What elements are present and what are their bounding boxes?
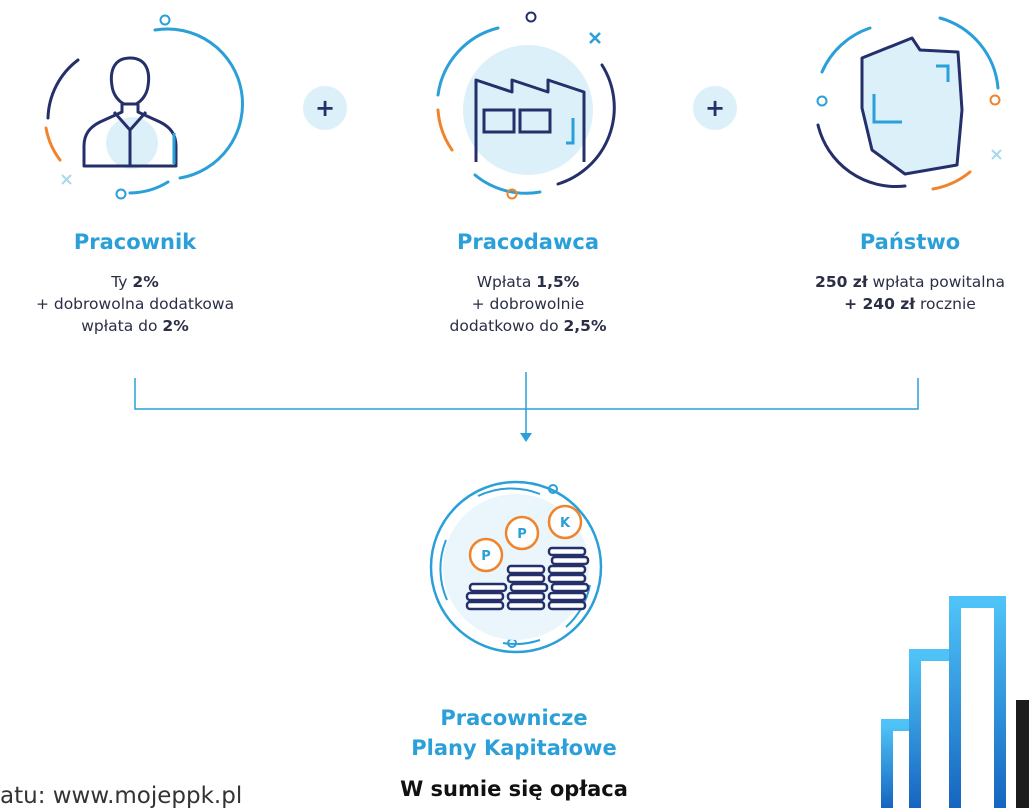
desc-text: Ty	[111, 273, 133, 291]
desc-line: + dobrowolnie	[378, 293, 678, 315]
column-title-pracodawca: Pracodawca	[456, 230, 600, 254]
plus-badge-2: +	[693, 86, 737, 130]
result-title-line-2: Plany Kapitałowe	[411, 736, 617, 760]
factory-icon	[436, 11, 616, 200]
result-title-line-1: Pracownicze	[440, 706, 588, 730]
desc-text: + dobrowolnie	[471, 295, 585, 313]
result-subtitle: W sumie się opłaca	[400, 777, 628, 801]
column-desc-pracodawca: Wpłata 1,5% + dobrowolnie dodatkowo do 2,5…	[378, 271, 678, 337]
desc-line: + dobrowolna dodatkowa	[0, 293, 285, 315]
coin-label-3: K	[560, 516, 571, 531]
desc-line: dodatkowo do 2,5%	[378, 315, 678, 337]
desc-text: wpłata powitalna	[867, 273, 1005, 291]
desc-highlight: + 240 zł	[844, 295, 916, 313]
column-desc-pracownik: Ty 2% + dobrowolna dodatkowa wpłata do 2%	[0, 271, 285, 337]
down-arrow-icon	[520, 433, 532, 442]
coin-label-2: P	[517, 527, 527, 542]
desc-line: Ty 2%	[0, 271, 285, 293]
desc-text: Wpłata	[476, 273, 537, 291]
poland-map-icon	[816, 16, 1002, 191]
building-logo	[881, 596, 1006, 808]
desc-highlight: 2%	[162, 317, 189, 335]
coin-label-1: P	[481, 549, 491, 564]
desc-text: rocznie	[915, 295, 976, 313]
desc-line: Wpłata 1,5%	[378, 271, 678, 293]
desc-text: + dobrowolna dodatkowa	[35, 295, 235, 313]
plus-sign-2: +	[705, 94, 725, 122]
worker-icon	[44, 14, 245, 200]
connector-lines	[134, 372, 919, 433]
plus-sign-1: +	[315, 94, 335, 122]
column-title-panstwo: Państwo	[859, 230, 961, 254]
logo-dark-block	[1016, 700, 1029, 808]
desc-highlight: 2%	[132, 273, 159, 291]
column-title-pracownik: Pracownik	[73, 230, 197, 254]
desc-line: wpłata do 2%	[0, 315, 285, 337]
desc-line: + 240 zł rocznie	[760, 293, 1029, 315]
desc-highlight: 1,5%	[536, 273, 580, 291]
desc-line: 250 zł wpłata powitalna	[760, 271, 1029, 293]
desc-highlight: 250 zł	[815, 273, 868, 291]
result-title: Pracownicze Plany Kapitałowe	[364, 703, 664, 763]
column-desc-panstwo: 250 zł wpłata powitalna+ 240 zł rocznie	[760, 271, 1029, 315]
desc-text: wpłata do	[81, 317, 163, 335]
ppk-coins-icon: P P K	[429, 480, 603, 654]
desc-text: dodatkowo do	[449, 317, 564, 335]
source-caption: atu: www.mojeppk.pl	[0, 783, 243, 809]
desc-highlight: 2,5%	[563, 317, 607, 335]
plus-badge-1: +	[303, 86, 347, 130]
